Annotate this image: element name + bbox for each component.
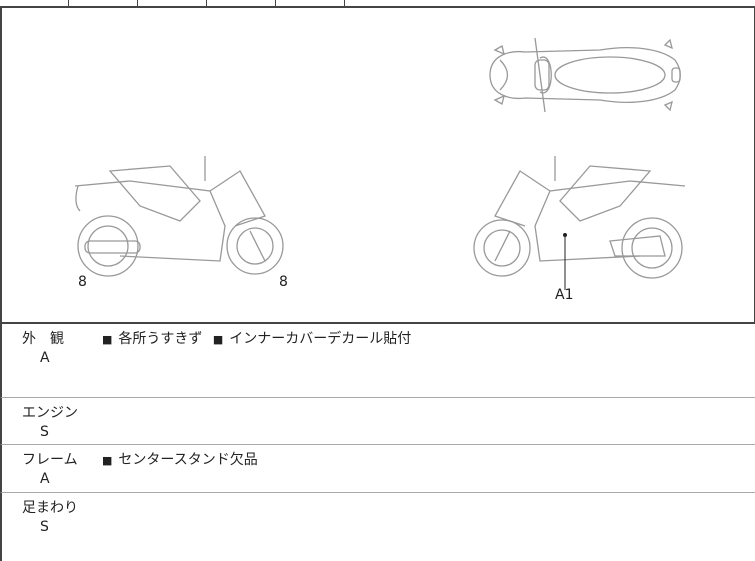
header-cell [138, 0, 207, 6]
note-text: センタースタンド欠品 [118, 452, 258, 468]
bullet-icon: ■ [102, 454, 113, 467]
marker-label: 8 [78, 274, 87, 290]
marker-label: 8 [279, 274, 288, 290]
section-exterior: 外 観 A ■ 各所うすきず ■ インナーカバーデカール貼付 [0, 324, 755, 398]
section-grade: S [40, 519, 49, 535]
header-cell [0, 0, 69, 6]
scooter-top-view-icon [489, 37, 681, 113]
header-cell [69, 0, 138, 6]
scooter-left-view-icon [74, 156, 284, 277]
header-table-row [0, 0, 755, 8]
section-frame: フレーム A ■ センタースタンド欠品 [0, 445, 755, 493]
section-suspension: 足まわり S [0, 493, 755, 561]
scooter-right-view-icon [473, 156, 686, 279]
section-grade: A [40, 350, 50, 366]
section-title: 足まわり [22, 500, 78, 516]
section-title: 外 観 [22, 331, 64, 347]
section-engine: エンジン S [0, 398, 755, 445]
marker-label: A1 [555, 287, 574, 303]
damage-diagram: 8 8 A1 [0, 6, 755, 324]
note-text: 各所うすきず [118, 331, 203, 347]
section-title: エンジン [22, 405, 78, 421]
bullet-icon: ■ [212, 333, 224, 346]
note-text: インナーカバーデカール貼付 [229, 331, 412, 347]
section-notes: ■ 各所うすきず ■ インナーカバーデカール貼付 [102, 328, 417, 348]
section-notes: ■ センタースタンド欠品 [102, 449, 264, 469]
header-cell [276, 0, 345, 6]
section-grade: S [40, 424, 49, 440]
bullet-icon: ■ [102, 333, 113, 346]
marker-leader-line [563, 233, 567, 290]
header-cell [207, 0, 276, 6]
section-grade: A [40, 471, 50, 487]
section-title: フレーム [22, 452, 78, 468]
